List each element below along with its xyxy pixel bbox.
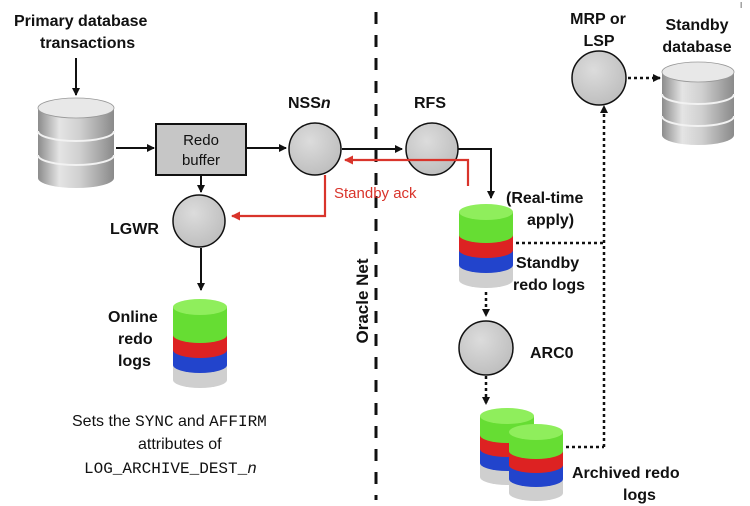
online-logs-label-3: logs (118, 353, 151, 370)
nss-process-icon (288, 122, 342, 176)
archived-redo-logs-label-2: logs (623, 487, 656, 504)
online-logs-label: Online (108, 309, 158, 326)
attributes-of-caption: attributes of (138, 436, 222, 453)
mrp-lsp-label-2: LSP (583, 33, 614, 50)
lgwr-label: LGWR (110, 221, 159, 238)
rfs-label: RFS (414, 95, 446, 112)
oracle-net-label-bg (350, 238, 374, 366)
sets-attributes-caption: Sets the SYNC and AFFIRM (72, 413, 267, 431)
online-redo-logs-icon (173, 299, 227, 388)
lgwr-process-icon (172, 194, 226, 248)
standby-database-label-2: database (662, 39, 731, 56)
standby-database-label: Standby (665, 17, 728, 34)
nss-label: NSSn (288, 95, 331, 112)
redo-buffer-label: Redo (183, 132, 219, 149)
corner-mark: I (740, 1, 742, 10)
primary-transactions-label-2: transactions (40, 35, 135, 52)
standby-ack-arrow-to-lgwr (231, 175, 327, 221)
archived-redo-logs-label: Archived redo (572, 465, 680, 482)
primary-database-icon (37, 97, 115, 188)
mrp-lsp-process-icon (571, 50, 627, 106)
standby-ack-label: Standby ack (334, 185, 417, 202)
primary-transactions-label: Primary database (14, 13, 148, 30)
redo-buffer-box (155, 123, 247, 176)
oracle-net-label: Oracle Net (353, 258, 372, 343)
archived-redo-logs-icon (480, 408, 563, 501)
rfs-process-icon (405, 122, 459, 176)
realtime-apply-label: (Real-time (506, 190, 583, 207)
arc0-label: ARC0 (530, 345, 574, 362)
mrp-lsp-label: MRP or (570, 11, 626, 28)
standby-ack-arrow-to-nss (344, 155, 470, 186)
online-logs-label-2: redo (118, 331, 153, 348)
arrow-rfs-to-standby-redo (458, 148, 495, 199)
arc0-process-icon (458, 320, 514, 376)
realtime-apply-label-2: apply) (527, 212, 574, 229)
standby-redo-logs-label-2: redo logs (513, 277, 585, 294)
redo-buffer-label-2: buffer (182, 152, 220, 169)
standby-database-icon (661, 61, 735, 145)
log-archive-dest-caption: LOG_ARCHIVE_DEST_n (84, 460, 257, 478)
standby-redo-logs-icon (459, 204, 513, 288)
standby-redo-logs-label: Standby (516, 255, 579, 272)
